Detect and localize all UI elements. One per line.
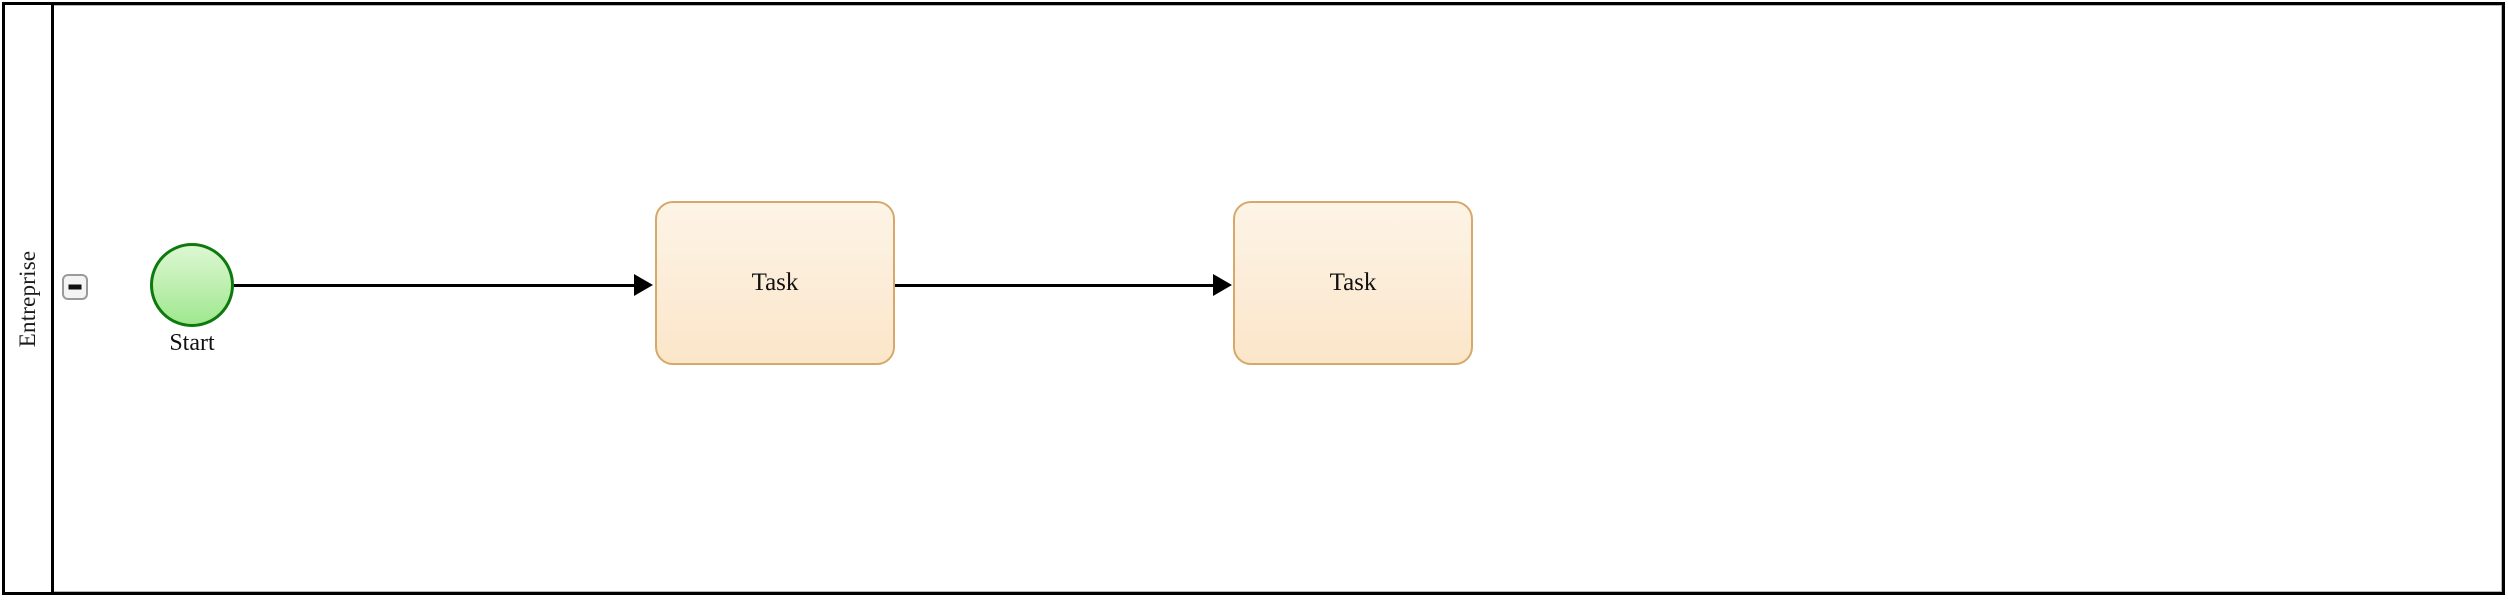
start-event-node[interactable] <box>150 243 234 327</box>
arrowhead-icon <box>1213 274 1232 296</box>
pool-header: Entreprise <box>5 5 54 592</box>
task-node-2[interactable]: Task <box>1233 201 1473 365</box>
task-node-1[interactable]: Task <box>655 201 895 365</box>
task-label: Task <box>751 269 799 296</box>
sequence-flow-task1-to-task2[interactable] <box>895 284 1215 287</box>
start-event-circle <box>150 243 234 327</box>
sequence-flow-start-to-task1[interactable] <box>234 284 636 287</box>
task-label: Task <box>1329 269 1377 296</box>
minus-icon <box>68 284 82 290</box>
start-event-label: Start <box>169 330 215 356</box>
pool-label: Entreprise <box>15 250 40 347</box>
arrowhead-icon <box>634 274 653 296</box>
pool-collapse-button[interactable] <box>62 274 88 300</box>
